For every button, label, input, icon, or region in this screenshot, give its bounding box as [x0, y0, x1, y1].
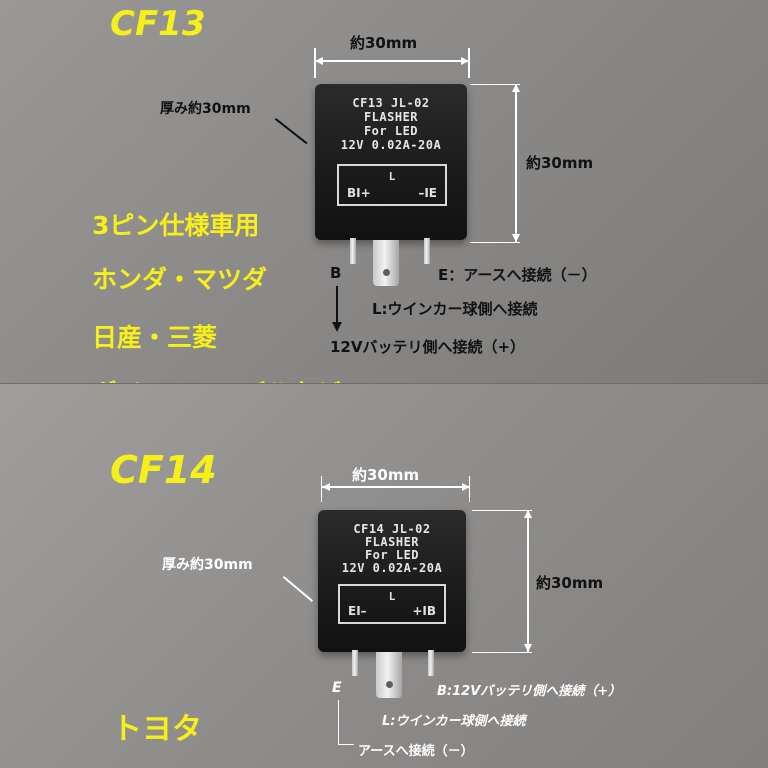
cf14-pin-b-label: B:12Vバッテリ側へ接続（+）: [437, 684, 622, 699]
cf14-brand: トヨタ: [112, 712, 202, 747]
cf13-pin-b-arrow: [332, 322, 342, 332]
cf13-panel: CF13 約30mm 約30mm 厚み約30mm CF13 JL-02 FLAS…: [0, 0, 768, 408]
cf13-pin-e-label: E：アースへ接続（－）: [438, 266, 597, 284]
cf14-height-arrow-down: [524, 644, 532, 652]
cf13-relay-line4: 12V 0.02A-20A: [340, 138, 442, 152]
cf14-box-pin-mark: L: [388, 590, 396, 603]
cf14-depth-label: 厚み約30mm: [162, 557, 253, 573]
cf14-width-line: [322, 486, 470, 488]
cf13-box-right: –IE: [418, 186, 437, 200]
cf13-relay: CF13 JL-02 FLASHER For LED 12V 0.02A-20A…: [315, 84, 467, 240]
cf14-height-tick-bottom: [472, 652, 532, 653]
cf14-width-label: 約30mm: [352, 466, 420, 484]
cf13-battery-label: 12Vバッテリ側へ接続（+）: [330, 338, 526, 356]
cf14-model-title: CF14: [110, 448, 217, 492]
cf14-pin-l-label: L:ウインカー球側へ接続: [382, 714, 526, 729]
cf14-pin-e: [352, 650, 358, 676]
cf13-height-arrow-up: [512, 84, 520, 92]
cf13-width-arrow-left: [315, 57, 323, 65]
cf13-depth-pointer: [274, 118, 308, 145]
cf14-pin-e-pointer: [338, 700, 339, 744]
cf14-height-label: 約30mm: [536, 574, 604, 592]
cf14-width-tick-right: [469, 476, 470, 502]
cf14-pin-e-label: E: [332, 680, 342, 696]
cf14-relay: CF14 JL-02 FLASHER For LED 12V 0.02A-20A…: [318, 510, 466, 652]
cf14-height-tick-top: [472, 510, 532, 511]
cf13-pin-b: [350, 238, 356, 264]
cf13-height-arrow-down: [512, 234, 520, 242]
cf13-height-tick-bottom: [470, 242, 520, 243]
cf13-pin-b-pointer: [336, 286, 338, 326]
cf14-width-tick-left: [321, 476, 322, 502]
cf13-model-title: CF13: [110, 4, 206, 44]
cf14-relay-line1: CF14 JL-02: [353, 522, 431, 536]
cf13-width-tick-left: [314, 48, 316, 78]
cf13-pin-b-label: B: [330, 264, 342, 282]
cf14-height-arrow-up: [524, 510, 532, 518]
cf13-height-line: [515, 84, 517, 242]
cf14-relay-pin-box: L EI– +IB: [338, 584, 446, 624]
cf14-ground-label: アースへ接続（－）: [358, 744, 474, 759]
cf13-pin-l-label: L:ウインカー球側へ接続: [372, 300, 538, 318]
cf14-pin-e-pointer-foot: [338, 744, 354, 745]
cf14-width-arrow-left: [322, 483, 330, 491]
cf13-pins-label: 3ピン仕様車用: [92, 211, 260, 240]
cf14-height-line: [527, 510, 529, 652]
cf14-pin-b: [428, 650, 434, 676]
cf13-relay-pin-box: L BI+ –IE: [337, 164, 447, 206]
cf13-width-line: [315, 60, 469, 62]
cf13-width-label: 約30mm: [350, 34, 418, 52]
cf14-panel: CF14 約30mm 約30mm 厚み約30mm CF14 JL-02 FLAS…: [0, 384, 768, 768]
cf14-pin-l: [376, 652, 402, 698]
cf13-brand-1: ホンダ・マツダ: [92, 265, 268, 294]
cf13-width-tick-right: [468, 48, 470, 78]
cf14-depth-pointer: [282, 576, 314, 602]
cf14-relay-line3: For LED: [364, 548, 420, 562]
cf13-width-arrow-right: [461, 57, 469, 65]
cf13-relay-line3: For LED: [363, 124, 419, 138]
cf13-pin-l: [373, 240, 399, 286]
cf14-relay-line4: 12V 0.02A-20A: [341, 561, 443, 575]
cf13-box-pin-mark: L: [388, 170, 396, 183]
cf14-box-left: EI–: [348, 604, 367, 618]
cf13-height-label: 約30mm: [526, 154, 594, 172]
cf13-relay-line2: FLASHER: [363, 110, 419, 124]
cf13-pin-e: [424, 238, 430, 264]
cf13-height-tick-top: [470, 84, 520, 85]
cf13-brand-2: 日産・三菱: [92, 323, 218, 352]
cf13-box-left: BI+: [347, 186, 371, 200]
cf13-depth-label: 厚み約30mm: [160, 101, 251, 117]
cf13-relay-line1: CF13 JL-02: [352, 96, 430, 110]
cf14-box-right: +IB: [412, 604, 436, 618]
cf14-width-arrow-right: [462, 483, 470, 491]
cf14-relay-line2: FLASHER: [364, 535, 420, 549]
